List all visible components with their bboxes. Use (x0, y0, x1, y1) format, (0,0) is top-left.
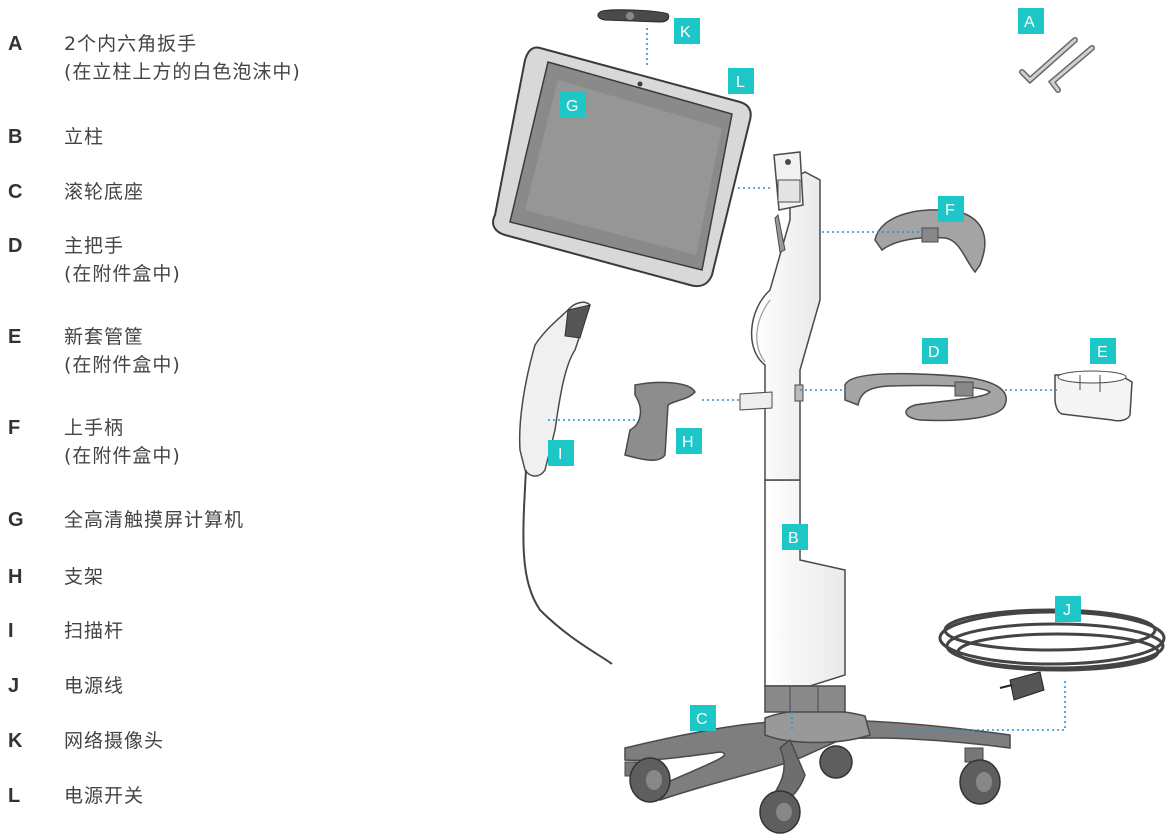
legend-letter: G (8, 509, 24, 531)
legend-letter: K (8, 730, 23, 752)
legend-letter: F (8, 417, 21, 439)
caster-wheel (959, 747, 1001, 805)
callout-tag-d: D (922, 338, 948, 364)
allen-wrenches (1019, 37, 1095, 93)
legend-item-g: G 全高清触摸屏计算机 (8, 506, 244, 534)
legend-description: 网络摄像头 (64, 727, 164, 755)
callout-label: J (1063, 602, 1071, 619)
legend-item-f: F 上手柄 (在附件盒中) (8, 414, 181, 470)
screen-logo: · (608, 240, 610, 246)
callout-tag-k: K (674, 18, 700, 44)
callout-tag-e: E (1090, 338, 1116, 364)
callout-tag-h: H (676, 428, 702, 454)
callout-label: G (566, 98, 578, 115)
legend-letter: I (8, 620, 14, 642)
legend-letter: E (8, 326, 22, 348)
legend-description: 电源开关 (64, 782, 144, 810)
callout-label: D (928, 344, 940, 361)
legend-line: 新套管筐 (64, 326, 145, 348)
legend-line: 电源线 (64, 675, 125, 697)
legend-description: 全高清触摸屏计算机 (64, 506, 244, 534)
callout-label: B (788, 530, 799, 547)
legend-line: 2个内六角扳手 (64, 33, 198, 55)
legend-line: 主把手 (64, 235, 125, 257)
legend-letter: J (8, 675, 20, 697)
callout-tag-j: J (1055, 596, 1081, 622)
legend-letter: L (8, 785, 21, 807)
legend-line: 全高清触摸屏计算机 (64, 509, 245, 531)
legend-letter: H (8, 566, 23, 588)
callout-label: K (680, 24, 691, 41)
legend-description: 扫描杆 (64, 617, 124, 645)
legend-line: 滚轮底座 (64, 181, 145, 203)
callout-label: C (696, 711, 708, 728)
legend-item-h: H 支架 (8, 563, 104, 591)
callout-label: H (682, 434, 694, 451)
callout-tag-l: L (728, 68, 754, 94)
callout-tag-a: A (1018, 8, 1044, 34)
legend-letter: D (8, 235, 23, 257)
legend-line: (在附件盒中) (64, 445, 181, 467)
legend-item-l: L 电源开关 (8, 782, 144, 810)
callout-tag-c: C (690, 705, 716, 731)
legend-item-k: K 网络摄像头 (8, 727, 164, 755)
touchscreen-computer: · (492, 46, 752, 288)
legend-line: 支架 (64, 566, 105, 588)
legend-description: 2个内六角扳手 (在立柱上方的白色泡沫中) (64, 30, 301, 86)
legend-letter: B (8, 126, 23, 148)
legend-line: (在立柱上方的白色泡沫中) (64, 61, 301, 83)
legend-description: 立柱 (64, 123, 104, 151)
legend-line: 网络摄像头 (64, 730, 165, 752)
legend-line: 立柱 (64, 126, 105, 148)
main-handle (844, 372, 1007, 422)
legend-item-j: J 电源线 (8, 672, 124, 700)
legend-item-e: E 新套管筐 (在附件盒中) (8, 323, 181, 379)
callout-tag-f: F (938, 196, 964, 222)
callout-label: F (945, 202, 955, 219)
callout-label: A (1024, 14, 1035, 31)
legend-letter: A (8, 33, 23, 55)
legend-line: 电源开关 (64, 785, 145, 807)
legend-description: 滚轮底座 (64, 178, 144, 206)
caster-wheel (624, 757, 671, 803)
wheeled-base (624, 709, 1011, 834)
scanning-wand (518, 301, 613, 665)
legend-item-b: B 立柱 (8, 123, 104, 151)
caster-wheel (819, 745, 853, 779)
parts-legend: A 2个内六角扳手 (在立柱上方的白色泡沫中) B 立柱 C 滚轮底座 D 主把… (0, 0, 480, 840)
webcam (597, 9, 670, 23)
legend-description: 电源线 (64, 672, 124, 700)
legend-line: 上手柄 (64, 417, 125, 439)
upper-handle (874, 209, 986, 274)
legend-line: (在附件盒中) (64, 354, 181, 376)
callout-label: E (1097, 344, 1108, 361)
tube-basket (1054, 370, 1133, 422)
callout-label: L (736, 74, 745, 91)
legend-description: 支架 (64, 563, 104, 591)
legend-item-c: C 滚轮底座 (8, 178, 144, 206)
legend-description: 主把手 (在附件盒中) (64, 232, 181, 288)
callout-label: I (558, 446, 562, 463)
legend-letter: C (8, 181, 23, 203)
legend-item-i: I 扫描杆 (8, 617, 124, 645)
callout-tag-g: G (560, 92, 586, 118)
callout-tag-i: I (548, 440, 574, 466)
legend-line: 扫描杆 (64, 620, 125, 642)
power-cord (938, 608, 1166, 701)
legend-line: (在附件盒中) (64, 263, 181, 285)
leader-lines (548, 28, 1066, 731)
legend-item-a: A 2个内六角扳手 (在立柱上方的白色泡沫中) (8, 30, 301, 86)
legend-description: 上手柄 (在附件盒中) (64, 414, 181, 470)
callout-tag-b: B (782, 524, 808, 550)
column (739, 151, 846, 713)
bracket (624, 381, 696, 461)
caster-wheel (759, 790, 801, 834)
legend-description: 新套管筐 (在附件盒中) (64, 323, 181, 379)
legend-item-d: D 主把手 (在附件盒中) (8, 232, 181, 288)
